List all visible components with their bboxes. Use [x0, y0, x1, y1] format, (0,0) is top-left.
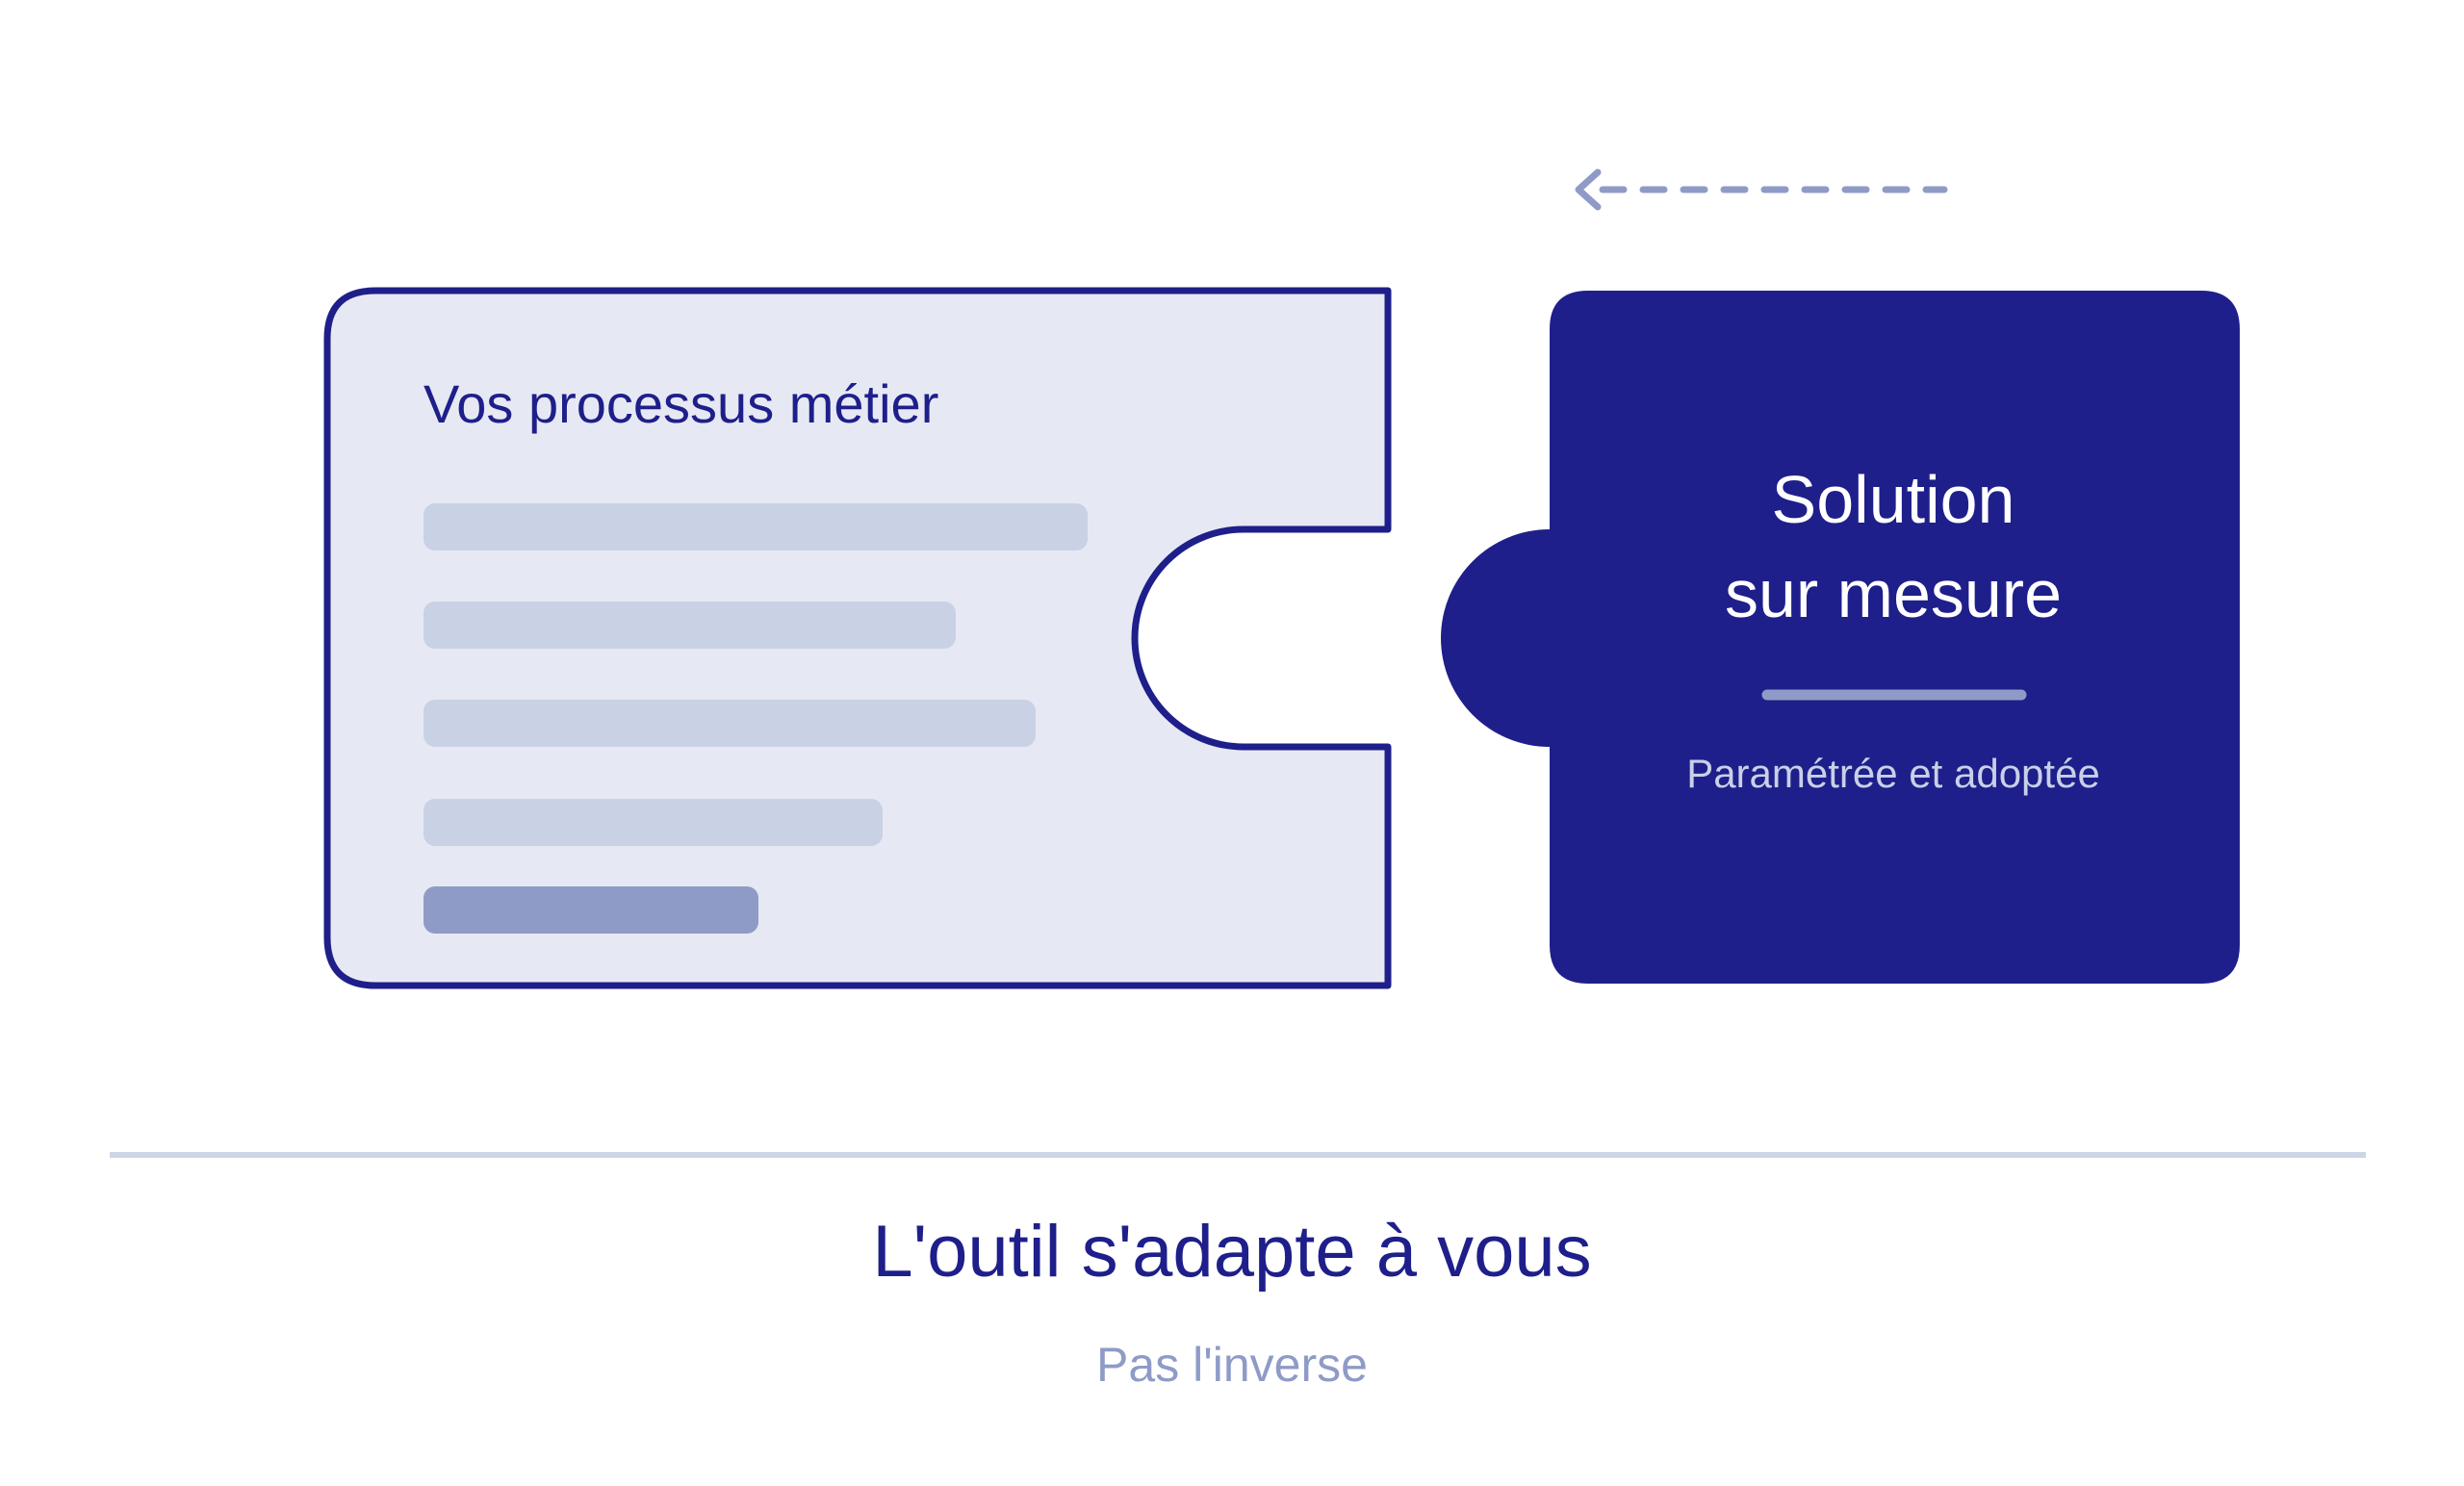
headline: L'outil s'adapte à vous — [872, 1211, 1592, 1293]
right-piece-title-line2: sur mesure — [1724, 556, 2063, 631]
subline: Pas l'inverse — [1096, 1338, 1368, 1392]
arrow-left-dashed-icon — [1575, 168, 1948, 211]
right-piece-subtitle: Paramétrée et adoptée — [1686, 751, 2100, 796]
placeholder-bar-accent — [424, 886, 758, 934]
placeholder-bar — [424, 503, 1088, 551]
placeholder-bar — [424, 602, 956, 649]
right-piece-title: Solution sur mesure — [1547, 452, 2240, 641]
right-puzzle-piece — [1441, 291, 2240, 984]
right-piece-title-line1: Solution — [1771, 462, 2015, 537]
placeholder-bar — [424, 700, 1036, 747]
placeholder-bar — [424, 799, 883, 846]
left-piece-title: Vos processus métier — [424, 373, 939, 434]
